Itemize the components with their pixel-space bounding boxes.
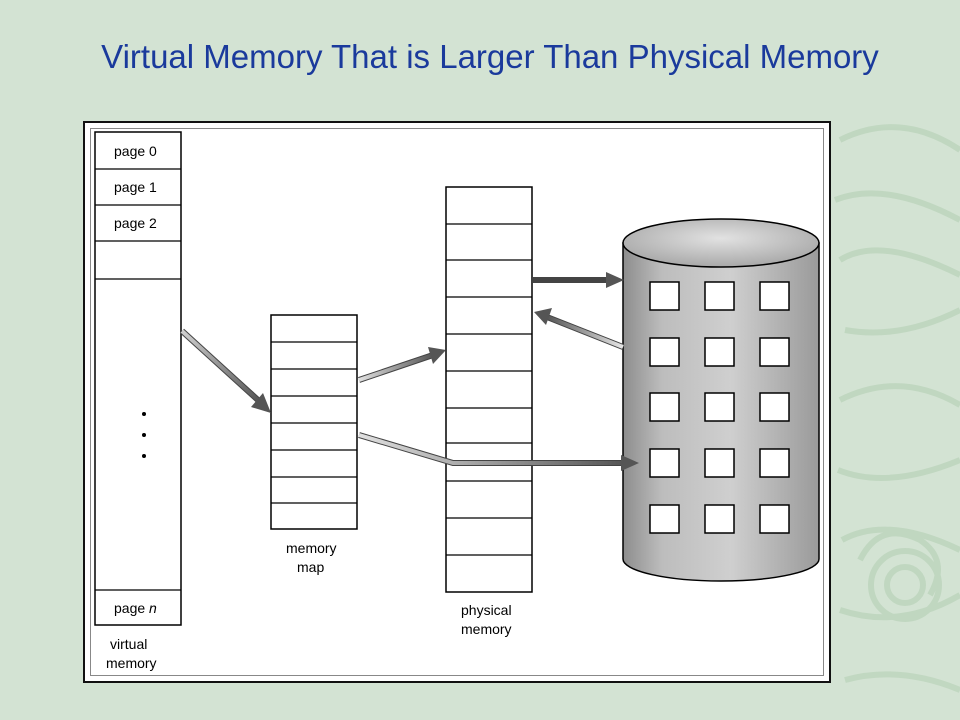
virtual-page-2-label: page 2 (114, 215, 157, 231)
mapping-arrows (179, 272, 639, 471)
disk-block (759, 392, 790, 422)
virtual-memory-outline (94, 131, 182, 626)
virtual-memory: page 0 page 1 page 2 page n virtual memo… (94, 131, 182, 671)
disk-block (759, 337, 790, 367)
disk-block (649, 281, 680, 311)
ellipsis-dot (142, 454, 146, 458)
disk-block (649, 504, 680, 534)
disk-block (704, 504, 735, 534)
disk-block (649, 337, 680, 367)
arrow-virtual-to-map (179, 328, 271, 413)
disk-block (759, 504, 790, 534)
memory-map-caption-line1: memory (286, 540, 337, 556)
virtual-page-n-label: page n (114, 600, 157, 616)
arrow-map-to-disk (358, 432, 639, 471)
memory-map-caption-line2: map (297, 559, 324, 575)
disk-block (649, 392, 680, 422)
disk-block (649, 448, 680, 478)
disk-block (704, 448, 735, 478)
virtual-page-0-label: page 0 (114, 143, 157, 159)
arrow-physical-to-disk (533, 272, 624, 288)
ellipsis-dot (142, 433, 146, 437)
disk-block (704, 281, 735, 311)
ellipsis-dot (142, 412, 146, 416)
physical-memory-outline (445, 186, 533, 593)
virtual-memory-diagram: page 0 page 1 page 2 page n virtual memo… (94, 131, 820, 671)
physical-memory-caption-line1: physical (461, 602, 512, 618)
disk-block (759, 281, 790, 311)
arrow-map-to-physical (358, 347, 446, 383)
disk-backing-store (622, 218, 820, 582)
diagram-inner-border (90, 128, 824, 676)
physical-memory-caption-line2: memory (461, 621, 512, 637)
disk-blocks (649, 281, 790, 534)
physical-memory: physical memory (445, 186, 533, 637)
disk-block (704, 337, 735, 367)
virtual-page-1-label: page 1 (114, 179, 157, 195)
virtual-memory-caption-line1: virtual (110, 636, 147, 652)
disk-block (759, 448, 790, 478)
slide-title: Virtual Memory That is Larger Than Physi… (101, 38, 879, 75)
memory-map-outline (270, 314, 358, 530)
virtual-memory-caption-line2: memory (106, 655, 157, 671)
memory-map: memory map (270, 314, 358, 575)
arrow-disk-to-physical (534, 308, 625, 350)
disk-top (622, 218, 820, 268)
disk-block (704, 392, 735, 422)
